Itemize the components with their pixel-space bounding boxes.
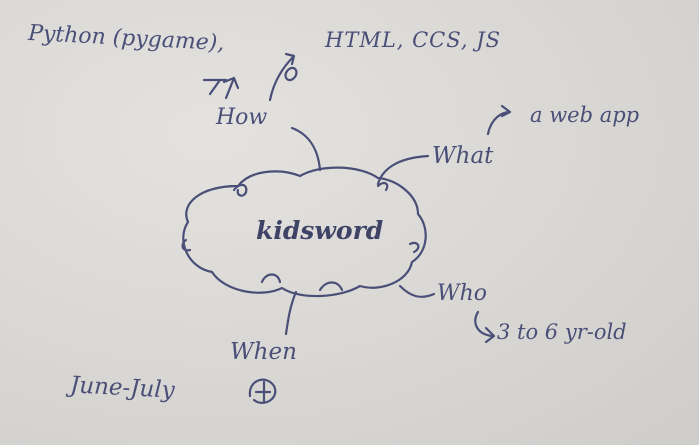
what-connector [376,154,430,186]
who-answer: 3 to 6 yr-old [497,320,627,344]
when-answer: June-July [69,372,176,404]
branch-label-how: How [216,105,268,130]
what-answer: a web app [530,103,640,127]
when-connector [284,290,298,336]
how-connector [290,126,322,172]
webapp-arrow [486,104,512,136]
center-cloud [182,166,427,298]
branch-label-who: Who [437,281,488,306]
center-topic: kidsword [256,216,384,245]
age-arrow [474,310,496,344]
html-arrow [268,52,296,102]
how-arrow [222,76,240,100]
when-arrow [248,378,277,404]
who-connector [398,284,436,298]
branch-label-when: When [230,339,297,365]
how-answer-web: HTML, CCS, JS [325,28,502,52]
branch-label-what: What [432,143,494,169]
